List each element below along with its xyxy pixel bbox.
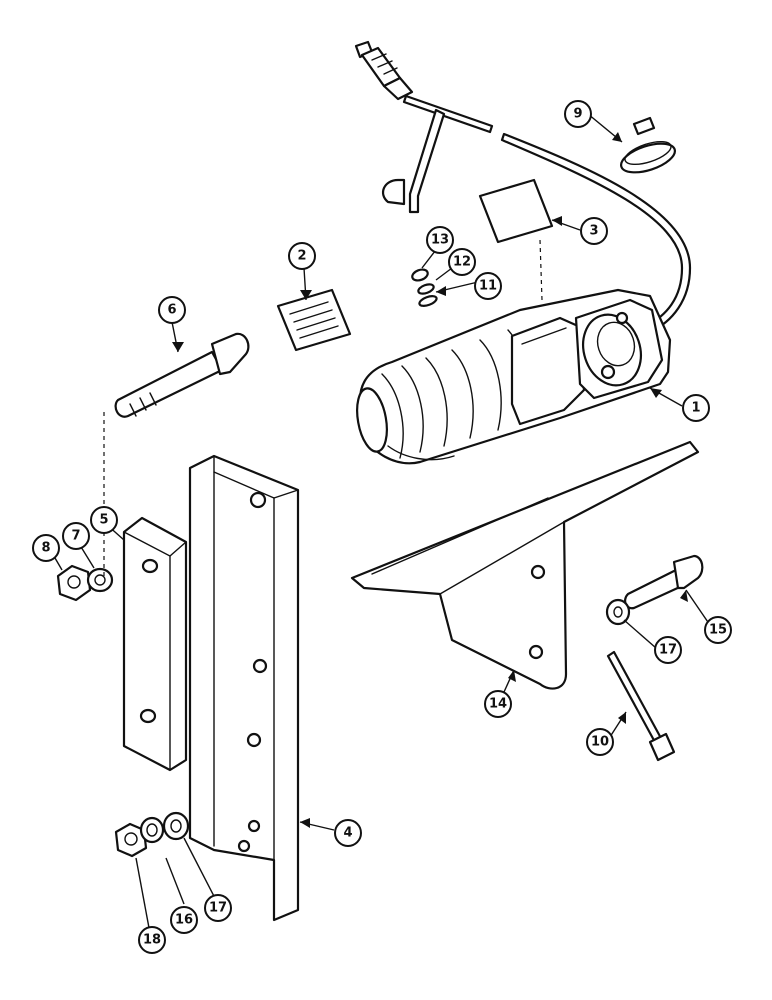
long-thin-bolt	[606, 650, 676, 762]
upper-nut-washer	[56, 564, 114, 602]
callout-14: 14	[484, 690, 512, 718]
mounting-bracket	[350, 440, 700, 690]
svg-text:1: 1	[691, 401, 700, 416]
spacer-block	[122, 516, 188, 772]
svg-text:14: 14	[489, 697, 507, 712]
hose-clamp	[620, 116, 676, 174]
callout-4: 4	[334, 819, 362, 847]
callout-17-left: 17	[204, 894, 232, 922]
flat-washer-right	[605, 598, 631, 626]
callout-13: 13	[426, 226, 454, 254]
instruction-label-plate	[276, 288, 352, 352]
callout-18: 18	[138, 926, 166, 954]
svg-text:12: 12	[453, 255, 471, 270]
callout-16: 16	[170, 906, 198, 934]
svg-text:17: 17	[659, 643, 677, 658]
svg-text:6: 6	[167, 303, 176, 318]
callout-3: 3	[580, 217, 608, 245]
svg-text:3: 3	[589, 224, 598, 239]
svg-text:17: 17	[209, 901, 227, 916]
callout-9: 9	[564, 100, 592, 128]
svg-text:18: 18	[143, 933, 161, 948]
svg-text:4: 4	[343, 826, 352, 841]
svg-text:5: 5	[99, 513, 108, 528]
cap-screw	[624, 554, 704, 610]
callout-11: 11	[474, 272, 502, 300]
svg-text:9: 9	[573, 107, 582, 122]
callout-5: 5	[90, 506, 118, 534]
svg-text:2: 2	[297, 249, 306, 264]
callout-15: 15	[704, 616, 732, 644]
long-bolt	[114, 332, 250, 418]
callout-1: 1	[682, 394, 710, 422]
svg-text:10: 10	[591, 735, 609, 750]
channel-post	[188, 454, 300, 922]
alignment-line	[539, 239, 543, 301]
svg-text:15: 15	[709, 623, 727, 638]
callout-10: 10	[586, 728, 614, 756]
callout-6: 6	[158, 296, 186, 324]
sender-unit-body	[356, 288, 672, 465]
callout-7: 7	[62, 522, 90, 550]
blank-label-plate	[478, 178, 554, 244]
lower-nut-washers	[114, 811, 190, 858]
callout-8: 8	[32, 534, 60, 562]
small-fasteners	[411, 268, 438, 307]
svg-text:7: 7	[71, 529, 80, 544]
leader-lines	[47, 113, 713, 945]
callout-17-right: 17	[654, 636, 682, 664]
svg-text:11: 11	[479, 279, 497, 294]
svg-text:13: 13	[431, 233, 449, 248]
svg-text:16: 16	[175, 913, 193, 928]
svg-text:8: 8	[41, 541, 50, 556]
callout-12: 12	[448, 248, 476, 276]
callout-2: 2	[288, 242, 316, 270]
